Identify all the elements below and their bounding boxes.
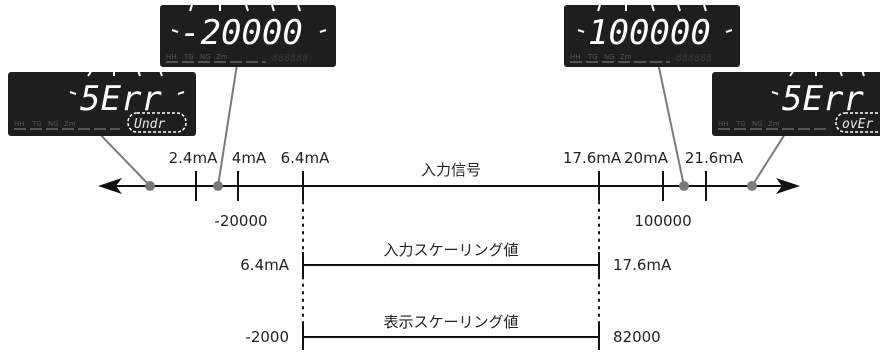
indicator-label: Zm: [768, 120, 780, 128]
blink-marks-icon: [771, 69, 865, 95]
blink-marks-icon: [171, 4, 327, 33]
panel-main-readout: -20000: [180, 13, 303, 53]
point-over-error: [747, 181, 757, 191]
display-scaling-title: 表示スケーリング値: [383, 313, 518, 331]
tick-label-value: 100000: [634, 212, 691, 230]
indicator-label: NG: [752, 120, 763, 128]
point-max-value: [679, 181, 689, 191]
panel-main-readout: 5Err: [80, 79, 162, 119]
main-axis-title: 入力信号: [421, 161, 481, 179]
blink-marks-icon: [577, 4, 733, 33]
indicator-label: Zm: [216, 53, 228, 61]
tick-label: 2.4mA: [169, 149, 218, 167]
panel-main-readout: 100000: [588, 13, 711, 53]
leader-min-value: [217, 57, 239, 187]
indicator-label: NG: [48, 120, 59, 128]
indicator-label: TG: [587, 53, 598, 61]
panel-sub-readout: Undr: [134, 117, 165, 132]
indicator-label: Zm: [620, 53, 632, 61]
indicator-label: TG: [183, 53, 194, 61]
display-scaling-right: 82000: [613, 328, 661, 346]
indicator-label: HH: [14, 120, 25, 128]
axis-arrow-right-icon: [776, 178, 800, 194]
display-panel-max-value: 100000 888888 HH TG NG Zm: [564, 4, 740, 67]
indicator-label: HH: [718, 120, 729, 128]
input-scaling-right: 17.6mA: [613, 256, 672, 274]
display-panel-under-error: 5Err Undr HH TG NG Zm: [8, 69, 196, 136]
panel-sub-readout: 888888: [676, 53, 712, 64]
input-scaling-title: 入力スケーリング値: [383, 241, 518, 259]
indicator-label: TG: [31, 120, 42, 128]
tick-label: 21.6mA: [685, 149, 744, 167]
point-under-error: [145, 181, 155, 191]
input-scaling-bracket: [302, 252, 600, 278]
tick-label: 20mA: [624, 149, 669, 167]
tick-label: 17.6mA: [563, 149, 622, 167]
point-min-value: [213, 181, 223, 191]
tick-label: 6.4mA: [281, 149, 330, 167]
panel-sub-readout: ovEr: [842, 117, 873, 132]
display-panel-over-error: 5Err ovEr HH TG NG Zm: [712, 69, 880, 136]
display-scaling-left: -2000: [245, 328, 289, 346]
indicator-label: NG: [604, 53, 615, 61]
input-scaling-left: 6.4mA: [240, 256, 289, 274]
leader-max-value: [656, 57, 685, 187]
tick-label: 4mA: [232, 149, 267, 167]
indicator-label: NG: [200, 53, 211, 61]
axis-arrow-left-icon: [98, 178, 122, 194]
display-panel-min-value: -20000 888888 HH TG NG Zm: [160, 4, 336, 67]
display-scaling-bracket: [302, 324, 600, 350]
blink-marks-icon: [69, 69, 185, 95]
indicator-label: HH: [570, 53, 581, 61]
indicator-label: Zm: [64, 120, 76, 128]
panel-sub-readout: 888888: [272, 53, 308, 64]
indicator-label: HH: [166, 53, 177, 61]
tick-label-value: -20000: [214, 212, 267, 230]
indicator-label: TG: [735, 120, 746, 128]
